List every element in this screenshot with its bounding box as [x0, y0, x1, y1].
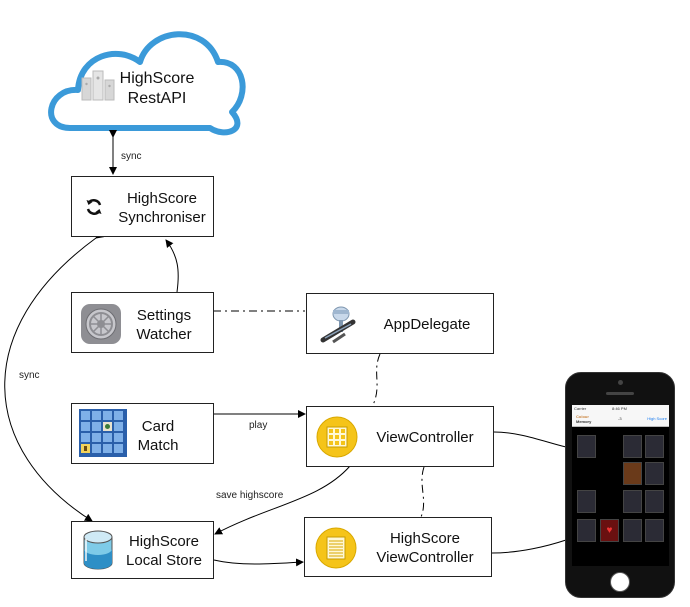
highscore-vc-line1: HighScore	[389, 530, 461, 547]
rest-api-line1: HighScore	[119, 70, 195, 87]
phone-card[interactable]	[623, 490, 642, 513]
edge-settings-sync	[165, 239, 179, 293]
sync-icon	[84, 197, 104, 217]
phone-card[interactable]	[645, 462, 664, 485]
edge-vc-localstore	[214, 465, 351, 535]
synchroniser-line2: Synchroniser	[118, 209, 206, 226]
synchroniser-label: HighScore Synchroniser	[112, 189, 212, 227]
highscore-vc-line2: ViewController	[376, 549, 474, 566]
edge-localstore-hsvc	[213, 558, 304, 567]
node-highscore-vc: HighScore ViewController	[304, 517, 492, 577]
phone-app-title-1: Colour	[576, 414, 589, 419]
local-store-line2: Local Store	[126, 552, 202, 569]
edge-vc-phone	[493, 431, 567, 448]
phone-card[interactable]	[645, 435, 664, 458]
table-view-controller-icon	[315, 527, 357, 569]
edge-hsvc-phone	[491, 539, 567, 554]
node-card-match: Card Match	[71, 403, 214, 464]
phone-app-title-2: Memory	[576, 419, 592, 424]
phone-card[interactable]	[623, 519, 642, 542]
card-grid-icon	[79, 409, 127, 457]
rest-api-label: HighScore RestAPI	[112, 69, 202, 109]
edge-sync-localstore	[4, 230, 105, 522]
highscore-vc-label: HighScore ViewController	[363, 529, 487, 567]
edge-label-save-highscore: save highscore	[216, 490, 284, 501]
phone-card[interactable]	[577, 435, 596, 458]
xcode-hammer-icon	[319, 304, 359, 346]
local-store-line1: HighScore	[128, 533, 200, 550]
local-store-label: HighScore Local Store	[116, 532, 212, 570]
phone-carrier: Carrier	[574, 406, 587, 411]
edge-label-sync-top: sync	[121, 151, 142, 162]
app-delegate-label: AppDelegate	[383, 316, 471, 333]
phone-nav-bar: Colour Memory -3 High Score	[572, 412, 669, 427]
phone-screen: Carrier 8:46 PM Colour Memory -3 High Sc…	[572, 405, 669, 566]
phone-card[interactable]	[645, 490, 664, 513]
phone-home-button[interactable]	[610, 572, 630, 592]
view-controller-label: ViewController	[376, 429, 474, 446]
settings-gear-icon	[81, 304, 121, 344]
edge-vc-hsvc	[420, 466, 425, 518]
phone-time: 8:46 PM	[612, 406, 627, 411]
card-match-line2: Match	[137, 437, 179, 454]
phone-status-bar: Carrier 8:46 PM	[572, 405, 669, 412]
edge-label-play: play	[249, 420, 268, 431]
settings-watcher-line2: Watcher	[136, 326, 192, 343]
phone-card[interactable]	[623, 435, 642, 458]
card-match-line1: Card	[141, 418, 175, 435]
phone-card[interactable]	[623, 462, 642, 485]
settings-watcher-label: Settings Watcher	[124, 306, 204, 344]
phone-card-grid: ♥	[572, 427, 669, 566]
card-match-label: Card Match	[130, 417, 186, 455]
phone-speaker	[606, 392, 634, 395]
phone-card[interactable]	[577, 490, 596, 513]
phone-score: -3	[618, 416, 622, 421]
phone-card[interactable]	[645, 519, 664, 542]
synchroniser-line1: HighScore	[126, 190, 198, 207]
edge-label-sync-left: sync	[19, 370, 40, 381]
view-controller-icon	[316, 416, 358, 458]
database-icon	[82, 529, 114, 571]
phone-app-title: Colour Memory	[576, 414, 591, 424]
edge-appdelegate-vc	[372, 353, 381, 406]
phone-card-heart[interactable]: ♥	[600, 519, 619, 542]
rest-api-line2: RestAPI	[127, 90, 187, 107]
node-view-controller: ViewController	[306, 406, 494, 467]
phone-high-score-button[interactable]: High Score	[647, 416, 667, 421]
iphone-mockup: Carrier 8:46 PM Colour Memory -3 High Sc…	[565, 372, 675, 598]
node-settings-watcher: Settings Watcher	[71, 292, 214, 353]
phone-camera	[618, 380, 623, 385]
settings-watcher-line1: Settings	[136, 307, 192, 324]
phone-card[interactable]	[577, 519, 596, 542]
node-app-delegate: AppDelegate	[306, 293, 494, 354]
node-synchroniser: HighScore Synchroniser	[71, 176, 214, 237]
node-local-store: HighScore Local Store	[71, 521, 214, 579]
server-icon	[80, 68, 116, 102]
cloud-shape	[48, 31, 246, 136]
